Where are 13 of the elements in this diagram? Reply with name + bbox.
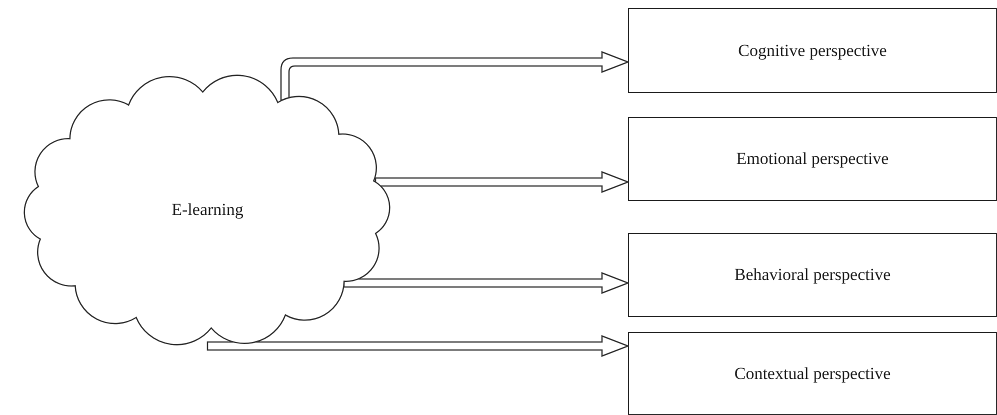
node-label: Behavioral perspective: [734, 265, 891, 285]
process-box: [628, 233, 997, 317]
block-arrow: [374, 171, 630, 193]
node-label: Emotional perspective: [736, 149, 889, 169]
node-label: Cognitive perspective: [738, 40, 887, 60]
block-arrow: [206, 335, 630, 357]
block-arrow: [280, 51, 629, 101]
process-box: [628, 117, 997, 201]
node-label: E-learning: [172, 200, 244, 220]
process-box: [628, 8, 997, 93]
node-label: Contextual perspective: [734, 364, 891, 384]
process-box: [628, 332, 997, 415]
block-arrow: [343, 272, 630, 294]
